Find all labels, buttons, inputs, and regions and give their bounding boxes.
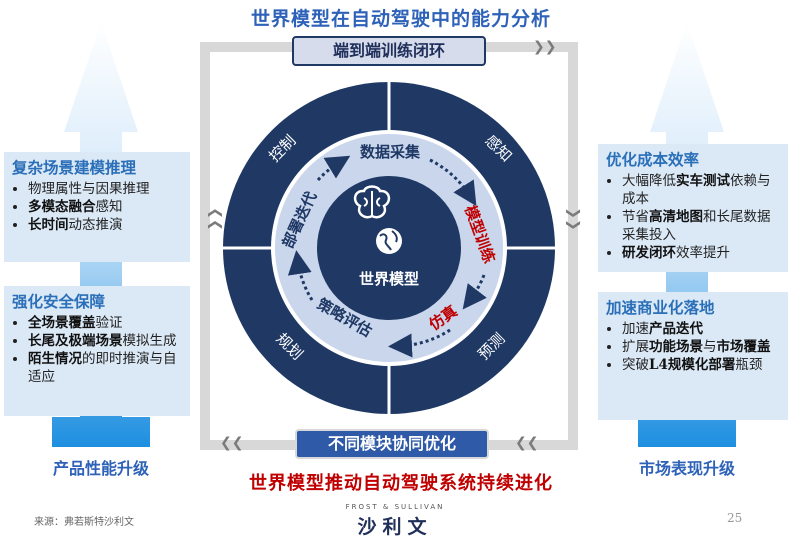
- list-item: 多模态融合感知: [28, 198, 184, 216]
- center-label: 世界模型: [359, 270, 419, 288]
- left-top-box: 复杂场景建模推理 物理属性与因果推理 多模态融合感知 长时间动态推演: [4, 152, 190, 262]
- list-item: 加速产品迭代: [622, 320, 782, 338]
- list-item: 物理属性与因果推理: [28, 180, 184, 198]
- right-bottom-box: 加速商业化落地 加速产品迭代 扩展功能场景与市场覆盖 突破L4规模化部署瓶颈: [598, 292, 788, 420]
- logo: 沙利文: [357, 516, 433, 538]
- list-item: 研发闭环效率提升: [622, 244, 782, 262]
- bottom-label: 不同模块协同优化: [295, 429, 489, 459]
- right-top-box-title: 优化成本效率: [606, 150, 700, 169]
- page-title: 世界模型在自动驾驶中的能力分析: [250, 8, 551, 30]
- list-item: 长尾及极端场景模拟生成: [28, 332, 184, 350]
- list-item: 扩展功能场景与市场覆盖: [622, 338, 782, 356]
- top-label: 端到端训练闭环: [292, 36, 486, 66]
- inner-label-data-collection: 数据采集: [360, 143, 421, 161]
- source-note: 来源：弗若斯特沙利文: [34, 517, 134, 528]
- brain-icon: [353, 185, 391, 219]
- right-bottom-box-title: 加速商业化落地: [606, 298, 715, 317]
- page-number: 25: [727, 511, 743, 525]
- right-top-box: 优化成本效率 大幅降低实车测试依赖与成本 节省高清地图和长尾数据采集投入 研发闭…: [598, 144, 788, 272]
- list-item: 陌生情况的即时推演与自适应: [28, 350, 184, 386]
- conclusion-text: 世界模型推动自动驾驶系统持续进化: [249, 473, 553, 494]
- chevron-left-icon: ❮❮: [515, 435, 539, 451]
- list-item: 大幅降低实车测试依赖与成本: [622, 172, 782, 208]
- logo-small-text: FROST & SULLIVAN: [345, 503, 445, 511]
- globe-icon: [376, 228, 402, 254]
- left-top-box-title: 复杂场景建模推理: [12, 158, 137, 177]
- list-item: 突破L4规模化部署瓶颈: [622, 356, 782, 374]
- left-bottom-box: 强化安全保障 全场景覆盖验证 长尾及极端场景模拟生成 陌生情况的即时推演与自适应: [4, 286, 190, 416]
- left-bottom-box-title: 强化安全保障: [12, 292, 106, 311]
- left-footer-label: 产品性能升级: [52, 459, 149, 478]
- list-item: 全场景覆盖验证: [28, 314, 184, 332]
- list-item: 节省高清地图和长尾数据采集投入: [622, 208, 782, 244]
- right-footer-label: 市场表现升级: [638, 459, 735, 478]
- chevron-left-icon: ❮❮: [220, 435, 244, 451]
- list-item: 长时间动态推演: [28, 216, 184, 234]
- chevron-right-icon: ❯❯: [533, 39, 557, 55]
